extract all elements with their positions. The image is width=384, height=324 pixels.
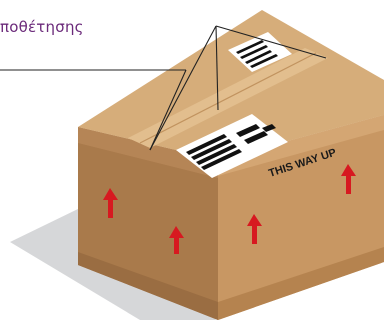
callout-label: ποθέτησης (0, 18, 84, 36)
